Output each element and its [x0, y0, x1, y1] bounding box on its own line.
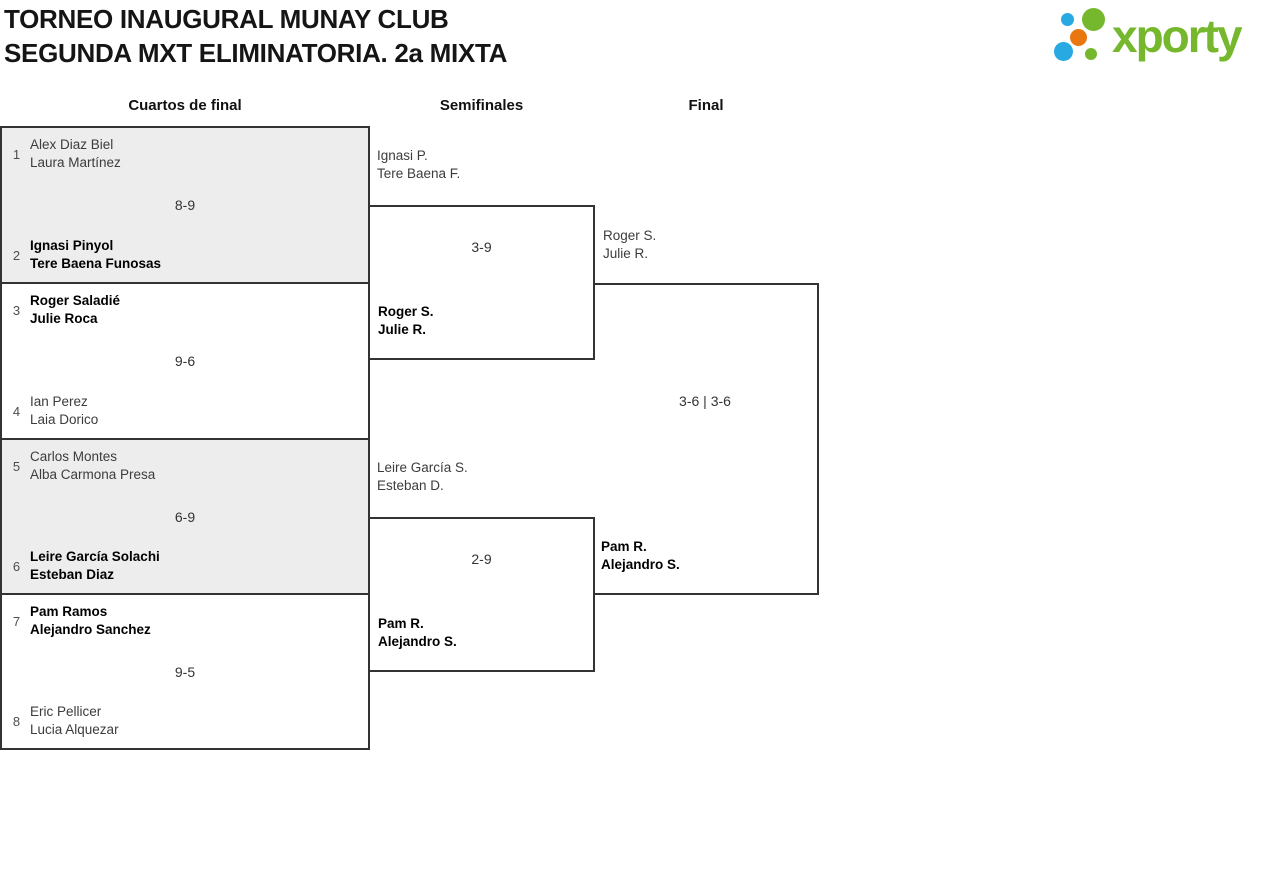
match-sf2: 2-9 Pam R. Alejandro S.	[368, 517, 595, 672]
seed-number: 6	[12, 558, 21, 574]
sf1-bottom-team-winner: Roger S. Julie R.	[378, 304, 434, 337]
team-names: Eric Pellicer Lucia Alquezar	[30, 704, 119, 737]
team-names-winner: Leire García Solachi Esteban Diaz	[30, 549, 160, 582]
seed-number: 8	[12, 713, 21, 729]
logo-dot-blue-small-icon	[1061, 13, 1074, 26]
match-sf1: 3-9 Roger S. Julie R.	[368, 205, 595, 360]
seed-number: 7	[12, 613, 21, 629]
tournament-title-line2: SEGUNDA MXT ELIMINATORIA. 2a MIXTA	[4, 38, 508, 68]
sf2-bottom-team-winner: Pam R. Alejandro S.	[378, 616, 457, 649]
match-score: 8-9	[174, 197, 196, 213]
round-header-semifinals: Semifinales	[439, 97, 524, 114]
team-row: 3 Roger Saladié Julie Roca	[8, 292, 120, 328]
match-score: 9-5	[174, 663, 196, 680]
match-qf2: 3 Roger Saladié Julie Roca 9-6 4 Ian Per…	[0, 282, 370, 440]
seed-number: 3	[12, 302, 21, 318]
team-row: 7 Pam Ramos Alejandro Sanchez	[8, 603, 151, 639]
seed-number: 5	[12, 458, 21, 474]
xporty-logo[interactable]: xporty	[1050, 4, 1276, 72]
final-top-team: Roger S. Julie R.	[603, 228, 657, 261]
team-row: 5 Carlos Montes Alba Carmona Presa	[8, 448, 155, 484]
sf2-top-team: Leire García S. Esteban D.	[377, 460, 468, 493]
round-header-final: Final	[688, 97, 724, 114]
seed-number: 2	[12, 247, 21, 263]
logo-dot-blue-large-icon	[1054, 42, 1073, 61]
logo-dot-green-small-icon	[1085, 48, 1097, 60]
match-score: 6-9	[174, 508, 196, 525]
match-score: 9-6	[174, 353, 196, 369]
tournament-title-line1: TORNEO INAUGURAL MUNAY CLUB	[4, 4, 449, 34]
round-header-quarterfinals: Cuartos de final	[128, 97, 242, 114]
team-names-winner: Ignasi Pinyol Tere Baena Funosas	[30, 238, 162, 271]
team-row: 1 Alex Diaz Biel Laura Martínez	[8, 136, 121, 172]
team-row: 8 Eric Pellicer Lucia Alquezar	[8, 703, 119, 739]
seed-number: 4	[12, 403, 21, 419]
logo-dot-green-large-icon	[1082, 8, 1105, 31]
team-names-winner: Roger Saladié Julie Roca	[30, 293, 121, 326]
team-row: 6 Leire García Solachi Esteban Diaz	[8, 548, 160, 584]
final-bottom-team-winner: Pam R. Alejandro S.	[601, 539, 680, 572]
team-names-winner: Pam Ramos Alejandro Sanchez	[30, 604, 151, 637]
sf1-top-team: Ignasi P. Tere Baena F.	[377, 148, 461, 181]
team-names: Carlos Montes Alba Carmona Presa	[30, 449, 156, 482]
team-row: 4 Ian Perez Laia Dorico	[8, 393, 98, 429]
team-names: Alex Diaz Biel Laura Martínez	[30, 137, 121, 170]
logo-dot-orange-icon	[1070, 29, 1087, 46]
seed-number: 1	[12, 146, 21, 162]
team-row: 2 Ignasi Pinyol Tere Baena Funosas	[8, 237, 161, 273]
match-score: 3-9	[471, 239, 492, 255]
match-qf4: 7 Pam Ramos Alejandro Sanchez 9-5 8 Eric…	[0, 593, 370, 750]
match-score: 2-9	[471, 551, 492, 567]
xporty-logo-text: xporty	[1112, 10, 1243, 62]
match-score: 3-6 | 3-6	[679, 393, 731, 409]
tournament-title: TORNEO INAUGURAL MUNAY CLUB SEGUNDA MXT …	[4, 2, 507, 70]
match-qf3: 5 Carlos Montes Alba Carmona Presa 6-9 6…	[0, 438, 370, 595]
match-qf1: 1 Alex Diaz Biel Laura Martínez 8-9 2 Ig…	[0, 126, 370, 284]
match-final: 3-6 | 3-6 Pam R. Alejandro S.	[593, 283, 819, 595]
team-names: Ian Perez Laia Dorico	[30, 394, 99, 427]
